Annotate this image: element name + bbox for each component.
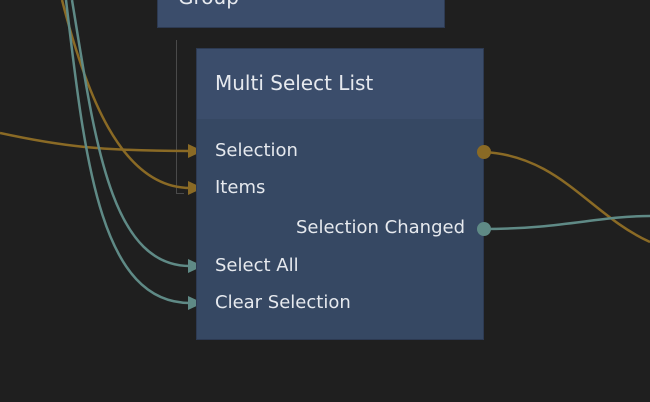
wire-clear-selection-in[interactable] [64, 0, 191, 305]
wire-items-in[interactable] [60, 0, 191, 190]
node-title: Multi Select List [215, 71, 374, 95]
group-node-title: Group [178, 0, 239, 9]
input-port-select-all[interactable]: Select All [215, 255, 299, 276]
arrow-items-icon[interactable] [188, 181, 203, 195]
wire-selection-changed-out[interactable] [483, 214, 650, 231]
multi-select-list-node[interactable]: Multi Select List Selection Items Select… [196, 48, 484, 340]
node-header[interactable]: Multi Select List [197, 49, 483, 119]
wire-select-all-in[interactable] [70, 0, 191, 268]
input-port-selection[interactable]: Selection [215, 140, 298, 161]
arrow-clear-selection-icon[interactable] [188, 296, 203, 310]
wire-selection-in[interactable] [0, 131, 191, 153]
output-port-selection-changed[interactable]: Selection Changed [295, 217, 465, 238]
wire-selection-out[interactable] [483, 150, 650, 244]
group-bracket [176, 40, 184, 194]
arrow-select-all-icon[interactable] [188, 259, 203, 273]
arrow-selection-icon[interactable] [188, 144, 203, 158]
group-node[interactable]: Group [157, 0, 445, 28]
input-port-clear-selection[interactable]: Clear Selection [215, 292, 351, 313]
input-port-items[interactable]: Items [215, 177, 266, 198]
